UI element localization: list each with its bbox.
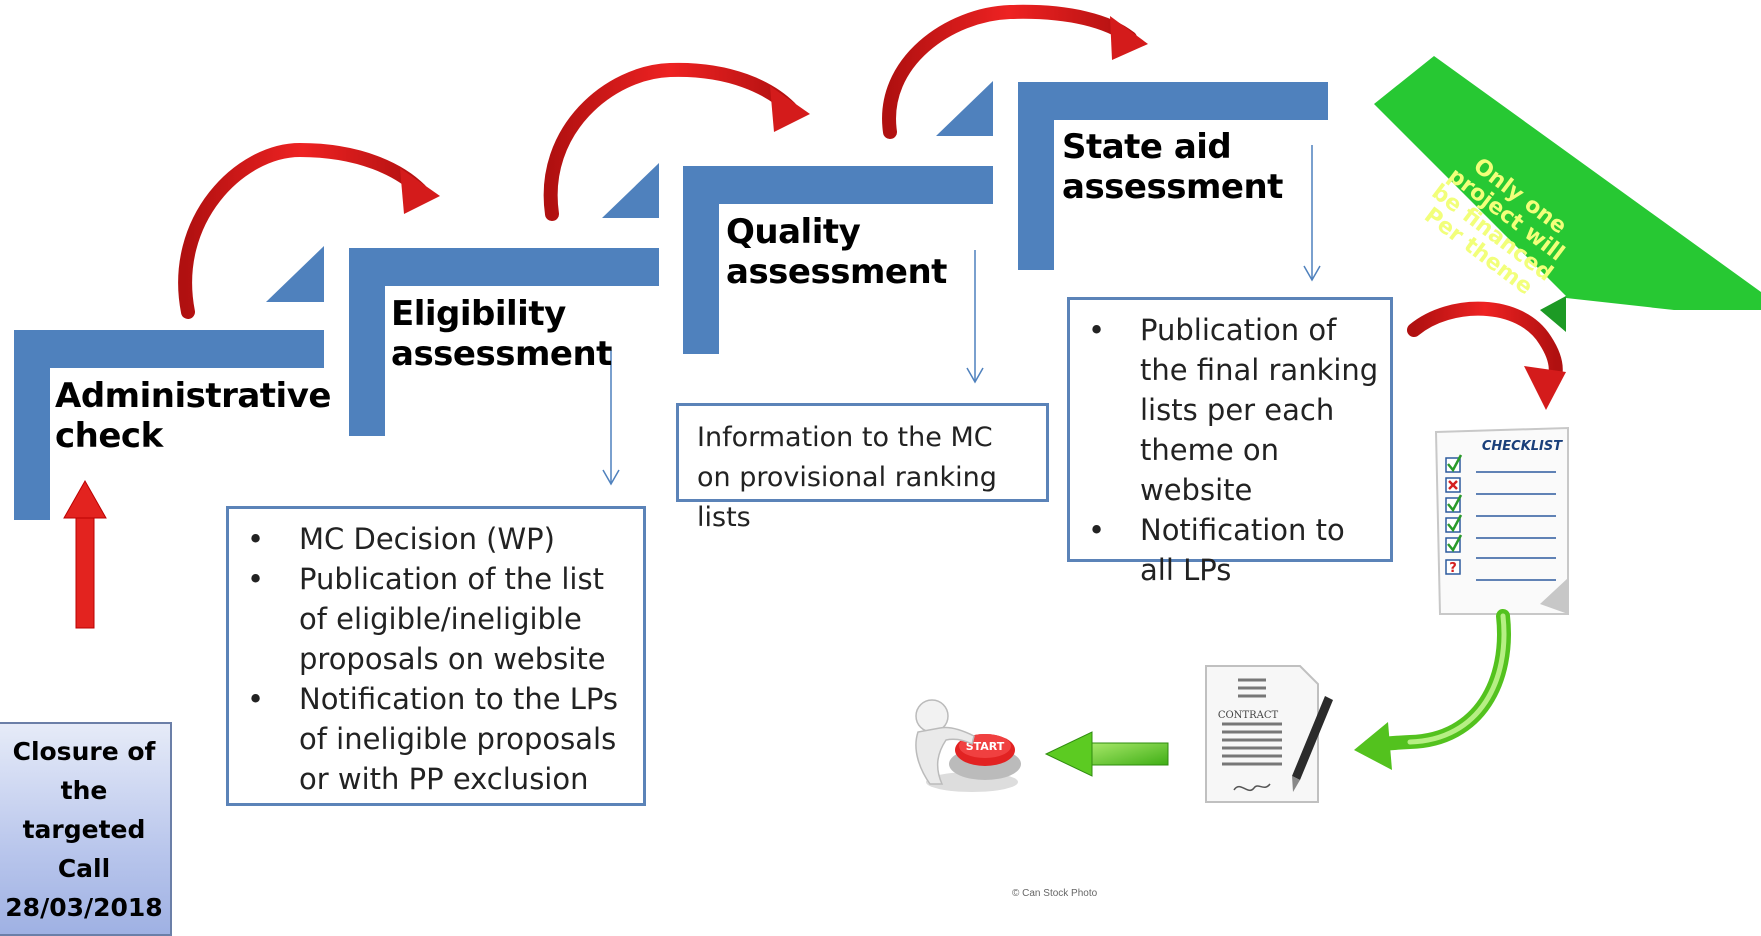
- closure-line2: the: [60, 776, 108, 805]
- green-banner: [1374, 56, 1761, 332]
- svg-text:?: ?: [1449, 561, 1457, 576]
- list-item: Notification to all LPs: [1070, 510, 1380, 590]
- connector-state-aid: [1303, 145, 1321, 282]
- list-item: Notification to the LPs of ineligible pr…: [229, 679, 633, 799]
- red-curved-arrow-2: [543, 62, 810, 221]
- quality-line2: assessment: [726, 252, 947, 292]
- closure-box: Closure of the targeted Call 28/03/2018: [0, 722, 172, 936]
- checklist-icon: ? CHECKLIST: [1434, 426, 1569, 615]
- green-left-arrow: [1044, 731, 1169, 777]
- red-curved-arrow-3: [882, 4, 1148, 139]
- eligibility-info-box: MC Decision (WP) Publication of the list…: [226, 506, 646, 806]
- state-aid-info-box: Publication of the final ranking lists p…: [1067, 297, 1393, 587]
- green-curved-arrow: [1354, 609, 1511, 770]
- state-aid-line2: assessment: [1062, 167, 1283, 207]
- closure-line1: Closure of: [12, 737, 156, 766]
- state-aid-line1: State aid: [1062, 127, 1232, 167]
- quality-info-text: Information to the MC on provisional ran…: [697, 422, 997, 533]
- closure-line3: targeted: [22, 815, 146, 844]
- list-item: Publication of the list of eligible/inel…: [229, 559, 633, 679]
- step-shape-administrative: [14, 246, 324, 520]
- contract-label: CONTRACT: [1218, 710, 1279, 721]
- step-title-state-aid: State aid assessment: [1062, 127, 1283, 207]
- list-item: MC Decision (WP): [229, 519, 633, 559]
- start-button-figure: START: [915, 699, 1021, 792]
- administrative-line2: check: [55, 416, 163, 456]
- step-shape-state-aid: [1018, 82, 1328, 270]
- quality-info-box: Information to the MC on provisional ran…: [676, 403, 1049, 533]
- red-curved-arrow-1: [178, 142, 440, 319]
- step-title-administrative: Administrative check: [55, 376, 331, 456]
- checklist-title: CHECKLIST: [1482, 439, 1563, 454]
- photo-credit: © Can Stock Photo: [1012, 888, 1098, 899]
- red-curved-arrow-4: [1407, 301, 1566, 410]
- red-up-arrow: [63, 479, 107, 629]
- contract-icon: CONTRACT: [1205, 665, 1333, 803]
- step-shape-eligibility: [349, 163, 659, 436]
- step-title-eligibility: Eligibility assessment: [391, 294, 612, 374]
- step-title-quality: Quality assessment: [726, 212, 947, 292]
- administrative-line1: Administrative: [55, 376, 331, 416]
- start-label: START: [966, 740, 1005, 753]
- list-item: Publication of the final ranking lists p…: [1070, 310, 1380, 510]
- connector-eligibility: [602, 350, 620, 486]
- eligibility-line1: Eligibility: [391, 294, 566, 334]
- closure-line5: 28/03/2018: [5, 893, 163, 922]
- step-shape-quality: [683, 81, 993, 354]
- connector-quality: [966, 250, 984, 384]
- eligibility-line2: assessment: [391, 334, 612, 374]
- closure-line4: Call: [57, 854, 111, 883]
- quality-line1: Quality: [726, 212, 861, 252]
